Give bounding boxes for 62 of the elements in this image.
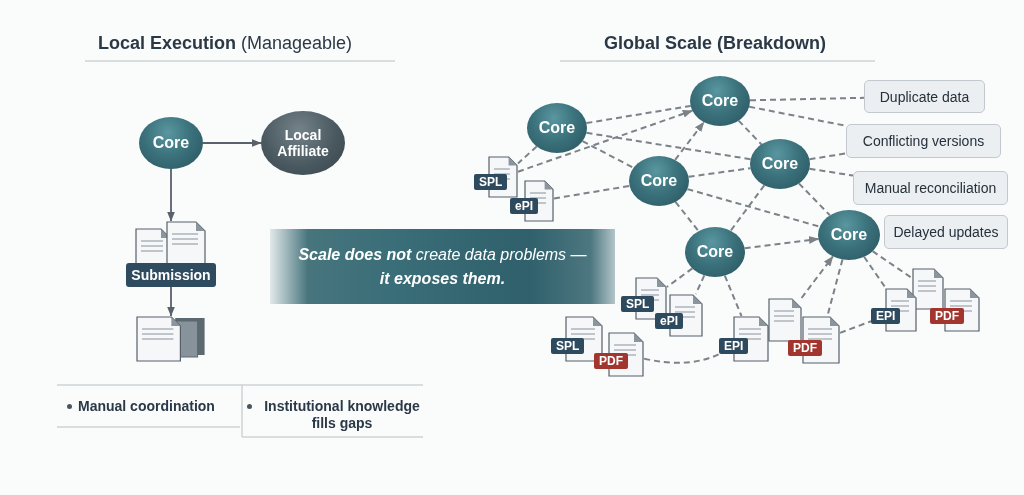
dashed-line	[585, 104, 692, 125]
arrow	[167, 168, 175, 222]
dashed-line	[694, 274, 706, 295]
dashed-line	[674, 200, 700, 233]
section-heading: Global Scale (Breakdown)	[602, 33, 828, 54]
affiliate-node: Local Affiliate	[261, 111, 345, 175]
document-stack-icon	[136, 316, 206, 362]
document-label: Submission	[126, 263, 216, 287]
arrow	[202, 139, 262, 147]
dashed-line	[737, 119, 763, 146]
core-node: Core	[690, 76, 750, 126]
file-type-tag: PDF	[594, 353, 628, 369]
dashed-line	[863, 255, 887, 289]
file-type-tag: ePI	[655, 313, 683, 329]
document-icon	[912, 268, 944, 310]
dashed-line	[871, 250, 913, 280]
core-node: Core	[818, 210, 880, 260]
core-node: Core	[629, 156, 689, 206]
dashed-line	[643, 353, 721, 364]
dashed-line	[749, 96, 865, 102]
core-node: Core	[750, 139, 810, 189]
dashed-arrow	[743, 236, 820, 250]
issue-callout: Delayed updates	[884, 215, 1008, 249]
core-node: Core	[139, 117, 203, 169]
list-item: Institutional knowledge fills gaps	[263, 398, 421, 432]
core-node: Core	[527, 103, 587, 153]
list-item: Manual coordination	[78, 398, 216, 415]
issue-callout: Manual reconciliation	[853, 171, 1008, 205]
file-type-tag: EPI	[871, 308, 901, 324]
arrow	[167, 286, 175, 317]
dashed-line	[729, 184, 766, 232]
dashed-line	[686, 188, 821, 228]
issue-callout: Duplicate data	[864, 80, 985, 113]
dashed-line	[826, 258, 844, 317]
dashed-line	[687, 167, 752, 178]
dashed-line	[723, 274, 743, 317]
dashed-line	[585, 131, 752, 161]
dashed-arrow	[517, 109, 694, 173]
dashed-line	[581, 140, 635, 169]
message-banner	[270, 229, 615, 304]
section-heading: Local Execution (Manageable)	[96, 33, 354, 54]
file-type-tag: SPL	[474, 174, 508, 190]
core-node: Core	[685, 227, 745, 277]
file-type-tag: PDF	[788, 340, 822, 356]
dashed-line	[748, 105, 847, 127]
dashed-line	[808, 152, 847, 161]
file-type-tag: ePI	[510, 198, 538, 214]
dashed-line	[839, 320, 872, 334]
file-type-tag: EPI	[719, 338, 749, 354]
document-icon	[768, 298, 802, 342]
issue-callout: Conflicting versions	[846, 124, 1001, 158]
dashed-line	[666, 267, 694, 288]
dashed-line	[517, 145, 538, 165]
file-type-tag: PDF	[930, 308, 964, 324]
dashed-line	[808, 167, 854, 177]
dashed-line	[797, 182, 831, 217]
banner-text: Scale does not create data problems — it exposes them.	[297, 244, 588, 289]
dashed-line	[553, 184, 631, 200]
file-type-tag: SPL	[621, 296, 655, 312]
dashed-arrow	[800, 255, 834, 299]
dashed-arrow	[674, 121, 705, 161]
file-type-tag: SPL	[551, 338, 585, 354]
